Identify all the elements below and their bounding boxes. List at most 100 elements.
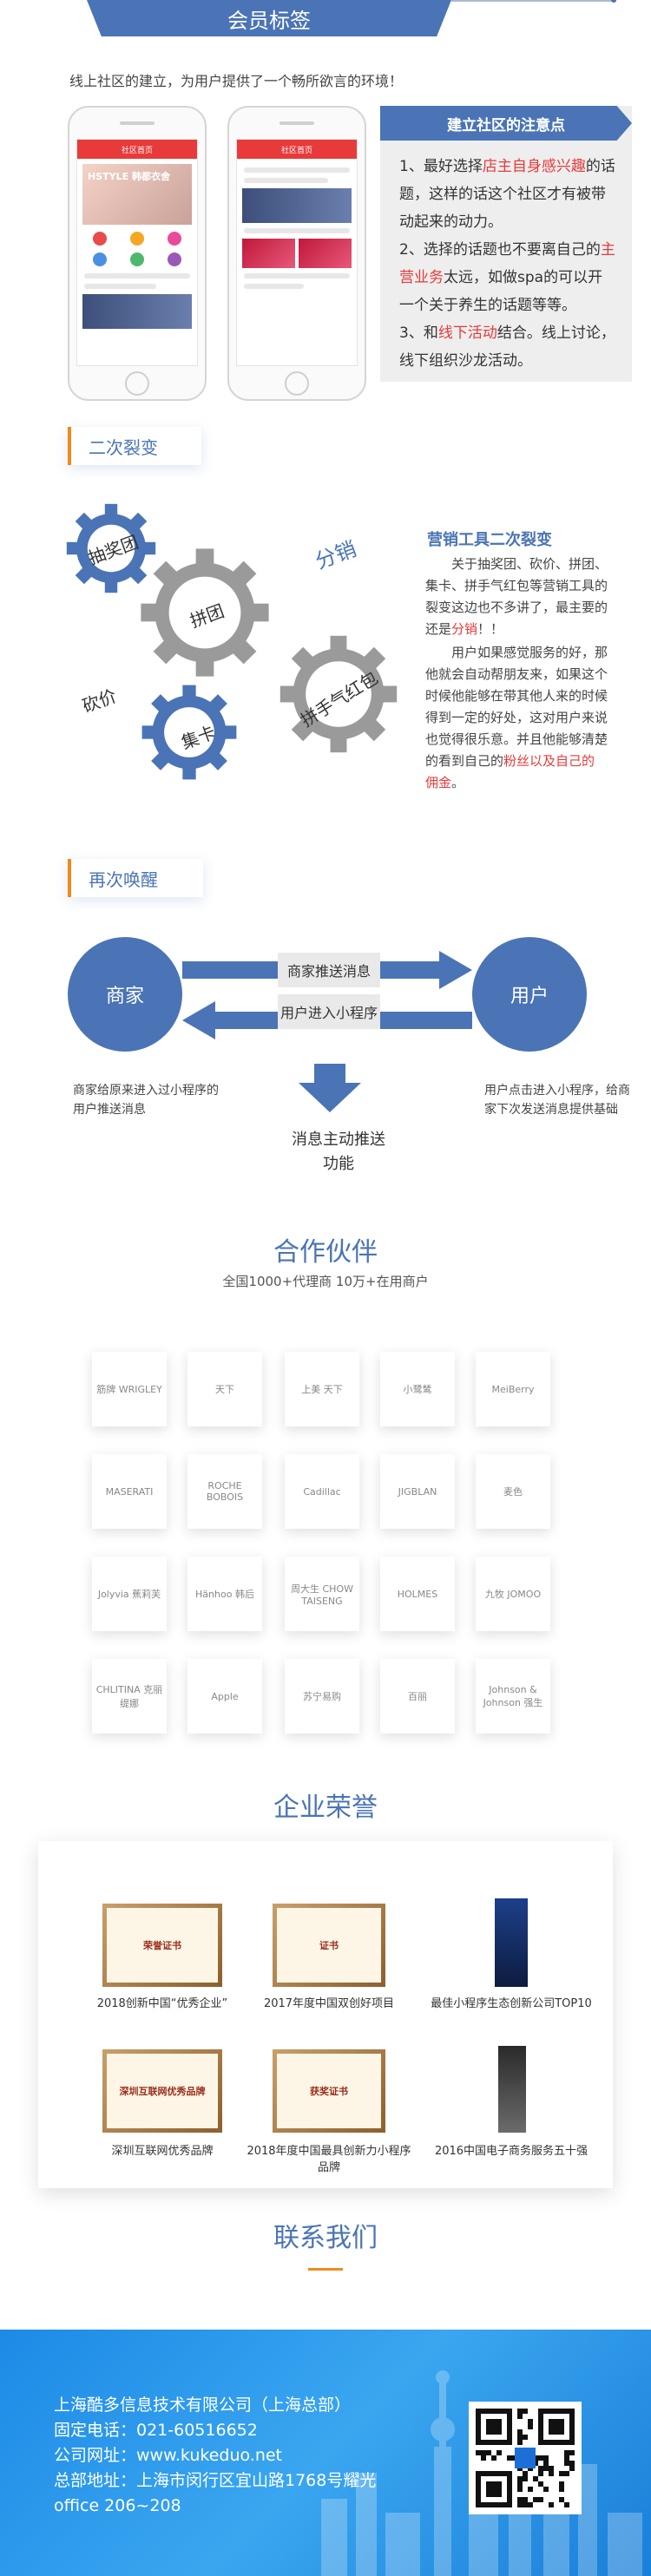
arrow-down-icon — [299, 1064, 361, 1112]
notice-text: 结合。线上讨论，线下组织沙龙活动。 — [399, 324, 615, 370]
honor-trophy-6 — [498, 2046, 526, 2133]
partner-logo: CHLITINA 克丽缇娜 — [92, 1659, 167, 1734]
partner-logo: 周大生 CHOW TAISENG — [285, 1557, 359, 1631]
company-website[interactable]: 公司网址：www.kukeduo.net — [54, 2446, 283, 2465]
marketing-title: 营销工具二次裂变 — [427, 531, 552, 549]
footer-contact-info: 上海酷多信息技术有限公司（上海总部） 固定电话：021-60516652 公司网… — [54, 2393, 376, 2519]
marketing-text: 。 — [451, 775, 465, 790]
certificate-text: 深圳互联网优秀品牌 — [107, 2054, 218, 2128]
notice-text: 2、选择的话题也不要离自己的 — [399, 241, 601, 259]
partner-logo: Johnson & Johnson 强生 — [476, 1659, 550, 1734]
qr-code-icon — [476, 2409, 575, 2507]
marketing-paragraph-2: 用户如果感觉服务的好，那他就会自动帮朋友来，如果这个时候他能够在带其他人来的时候… — [425, 642, 608, 794]
app-icon — [92, 252, 107, 266]
company-office: office 206~208 — [54, 2496, 181, 2515]
notice-body: 1、最好选择店主自身感兴趣的话题，这样的话这个社区才有被带动起来的动力。 2、选… — [399, 153, 616, 375]
merchant-circle: 商家 — [68, 937, 182, 1052]
partner-logo: 上美 天下 — [285, 1352, 359, 1426]
title-underline — [308, 2268, 343, 2271]
honor-trophy-3 — [495, 1898, 528, 1987]
app-icon-row — [81, 252, 194, 266]
city-skyline — [321, 2370, 642, 2576]
app-text-line — [244, 167, 350, 173]
partner-logo: MASERATI — [92, 1454, 167, 1529]
phone-screen: 社区首页 HSTYLE 韩都衣舍 — [76, 139, 198, 366]
merchant-note: 商家给原来进入过小程序的用户推送消息 — [73, 1084, 219, 1117]
qr-code[interactable] — [469, 2402, 582, 2514]
partner-logo: ROCHE BOBOIS — [187, 1454, 262, 1529]
company-phone[interactable]: 固定电话：021-60516652 — [54, 2421, 258, 2440]
partner-logo: 苏宁易购 — [285, 1659, 359, 1734]
decor-line — [451, 0, 616, 2]
notice-text: 太远，如做spa的可以开一个关于养生的话题等等。 — [399, 269, 603, 314]
honor-label: 2017年度中国双创好项目 — [263, 1997, 395, 2010]
certificate-text: 证书 — [277, 1908, 381, 1983]
user-circle: 用户 — [472, 937, 587, 1052]
app-icon-row — [81, 232, 194, 246]
partner-logo: Jolyvia 蕉莉芙 — [92, 1557, 167, 1631]
marketing-paragraph-1: 关于抽奖团、砍价、拼团、集卡、拼手气红包等营销工具的裂变这边也不多讲了，最主要的… — [425, 554, 608, 640]
app-icon — [168, 252, 182, 266]
notice-highlight: 店主自身感兴趣 — [482, 158, 586, 175]
partner-logo: 百丽 — [380, 1659, 455, 1734]
section-ribbon-member-tags: 会员标签 — [87, 0, 451, 36]
marketing-text: ！！ — [477, 621, 504, 637]
partner-logo: JIGBLAN — [380, 1454, 455, 1529]
app-text-line — [244, 273, 350, 279]
honor-label: 最佳小程序生态创新公司TOP10 — [431, 1997, 592, 2010]
contact-title: 联系我们 — [273, 2223, 378, 2253]
marketing-highlight: 分销 — [451, 621, 478, 637]
company-address: 总部地址：上海市闵行区宜山路1768号耀光 — [54, 2471, 377, 2490]
honor-label: 深圳互联网优秀品牌 — [111, 2145, 214, 2158]
app-text-line — [84, 284, 156, 289]
company-name: 上海酷多信息技术有限公司（上海总部） — [54, 2396, 352, 2415]
partner-logo: 小鹭鸶 — [380, 1352, 455, 1426]
marketing-text: 关于抽奖团、砍价、拼团、集卡、拼手气红包等营销工具的裂变这边也不多讲了，最主要的… — [425, 556, 608, 637]
notice-title: 建立社区的注意点 — [380, 106, 632, 141]
gear-red-packet — [279, 635, 398, 753]
app-icon — [92, 232, 107, 246]
app-text-line — [244, 284, 304, 289]
honors-panel — [38, 1841, 613, 2188]
intro-text: 线上社区的建立，为用户提供了一个畅所欲言的环境！ — [69, 73, 404, 89]
app-text-line — [244, 228, 350, 233]
honor-certificate-4: 深圳互联网优秀品牌 — [102, 2049, 222, 2133]
app-text-line — [244, 178, 328, 183]
notice-panel — [380, 106, 632, 382]
partners-subtitle: 全国1000+代理商 10万+在用商户 — [222, 1274, 429, 1289]
decor-dot — [611, 0, 616, 3]
gears-illustration — [66, 503, 398, 780]
notice-point-1: 1、最好选择店主自身感兴趣的话题，这样的话这个社区才有被带动起来的动力。 — [399, 153, 616, 236]
gear-card-collect — [141, 685, 237, 780]
section-tag-fission: 二次裂变 — [68, 427, 201, 465]
app-image-grid — [242, 239, 352, 268]
app-image — [242, 188, 352, 223]
gear-group-buy — [141, 548, 269, 677]
section-tag-reawaken: 再次唤醒 — [68, 859, 203, 897]
honors-title: 企业荣誉 — [273, 1793, 378, 1823]
certificate-text: 获奖证书 — [277, 2054, 381, 2128]
phone-mockup-right: 社区首页 — [227, 106, 366, 401]
app-banner: HSTYLE 韩都衣舍 — [82, 164, 192, 225]
honor-certificate-5: 获奖证书 — [273, 2049, 385, 2133]
app-icon — [129, 232, 144, 246]
certificate-text: 荣誉证书 — [107, 1908, 218, 1983]
app-image — [82, 294, 192, 329]
flow-box-enter: 用户进入小程序 — [278, 994, 380, 1029]
partner-logo: 筋牌 WRIGLEY — [92, 1352, 167, 1426]
notice-highlight: 线下活动 — [437, 324, 497, 342]
phone-screen: 社区首页 — [236, 139, 358, 366]
app-icon — [129, 252, 144, 266]
app-image — [299, 239, 352, 268]
phone-home-button — [285, 371, 309, 396]
partner-logo: MeiBerry — [476, 1352, 550, 1426]
notice-text: 的话题，这样的话这个社区才有被带动起来的动力。 — [399, 158, 615, 231]
app-title-bar: 社区首页 — [237, 140, 357, 159]
notice-text: 3、和 — [399, 324, 438, 342]
app-icon — [168, 232, 182, 246]
phone-home-button — [125, 371, 149, 396]
notice-highlight: 主营业务 — [399, 241, 615, 286]
app-image — [242, 239, 295, 268]
partner-logo: HOLMES — [380, 1557, 455, 1631]
partner-logo: 九牧 JOMOO — [476, 1557, 550, 1631]
